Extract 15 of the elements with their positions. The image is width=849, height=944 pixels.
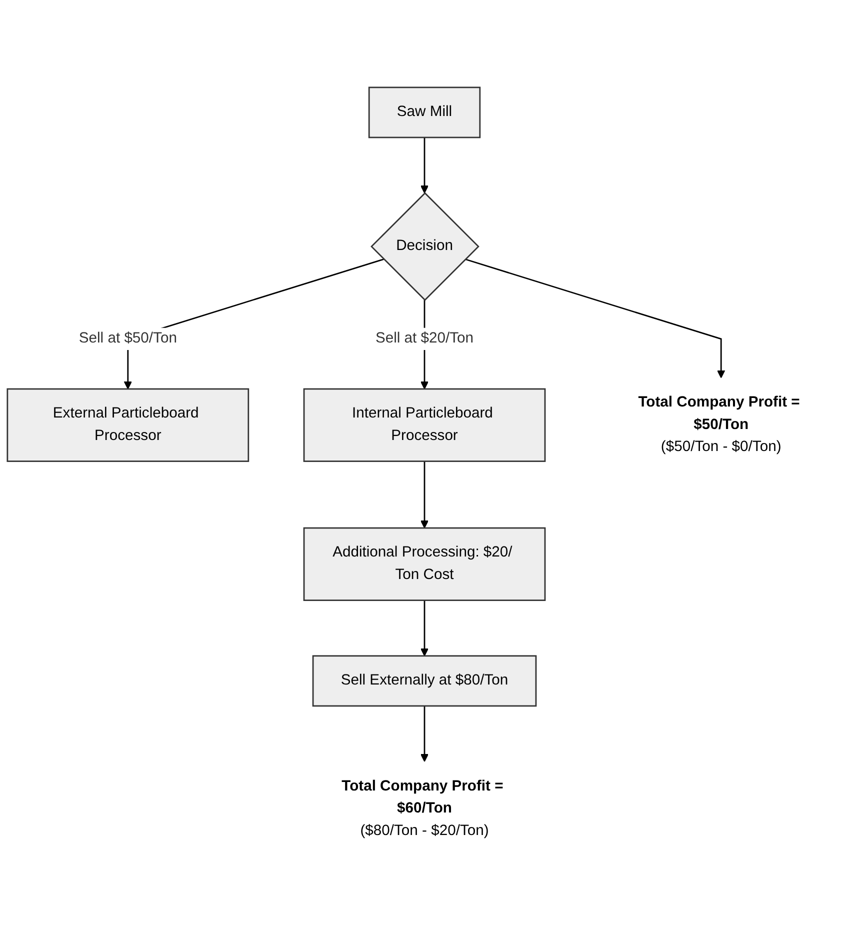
node-box: Saw Mill [368,86,481,138]
node-diamond: Decision [370,192,480,302]
node-box: External Particleboard Processor [6,388,250,462]
arrow [420,138,429,194]
node-box: Additional Processing: $20/ Ton Cost [303,528,546,602]
node-text: Total Company Profit = $50/Ton ($50/Ton - $0/Ton) [638,394,800,456]
node-text: Total Company Profit = $60/Ton ($80/Ton - $20/Ton) [342,778,504,839]
edge-label: Sell at $20/Ton [375,330,474,347]
arrow [420,462,429,529]
edge-label: Sell at $50/Ton [78,330,177,347]
arrow [465,258,726,378]
arrow [420,706,429,762]
node-box: Internal Particleboard Processor [303,388,546,462]
node-box: Sell Externally at $80/Ton [312,655,537,707]
arrow [420,600,429,656]
